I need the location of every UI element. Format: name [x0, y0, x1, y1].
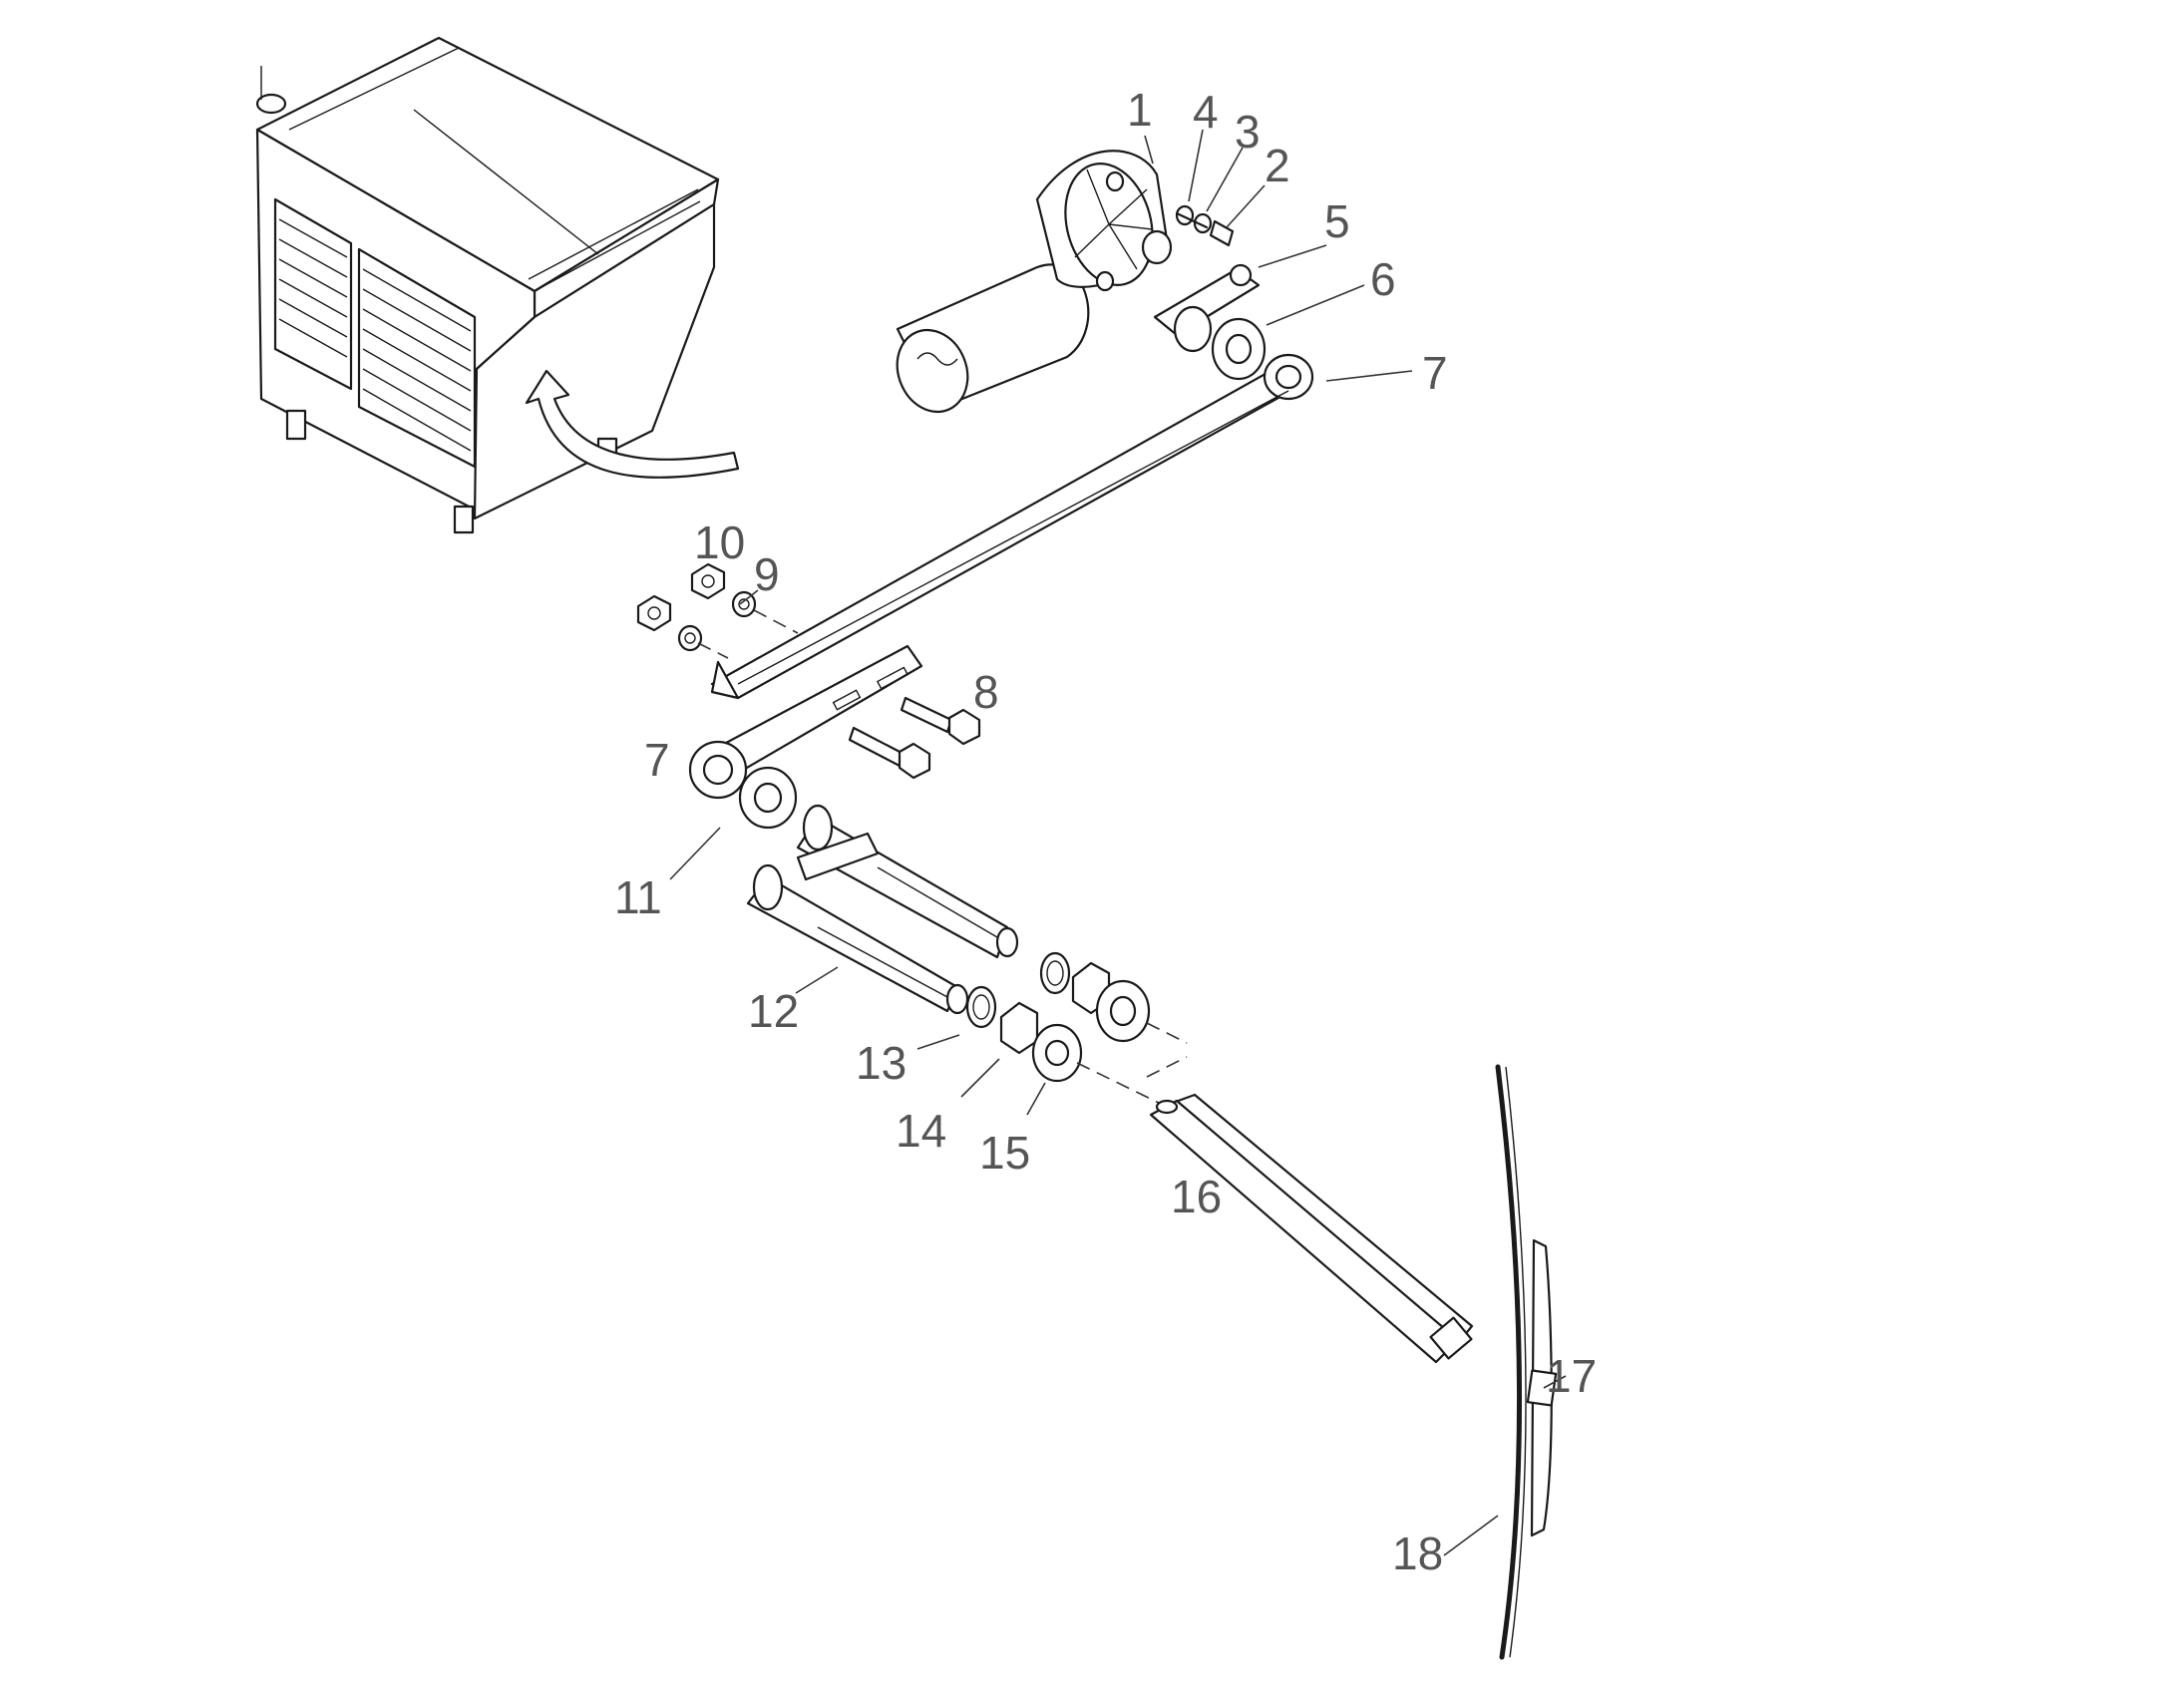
callout-8: 8 — [973, 666, 999, 718]
callout-9: 9 — [754, 548, 780, 600]
callout-18: 18 — [1392, 1528, 1443, 1579]
callout-4: 4 — [1193, 86, 1219, 138]
nuts-and-washers — [636, 562, 799, 659]
callout-1: 1 — [1127, 84, 1153, 136]
callout-3: 3 — [1235, 106, 1261, 158]
callout-11: 11 — [614, 871, 662, 923]
leader-lines — [669, 129, 1567, 1556]
wiper-blade — [1495, 1064, 1558, 1660]
wiper-arm — [1149, 1093, 1474, 1364]
callout-2: 2 — [1265, 140, 1290, 191]
callout-12: 12 — [748, 985, 799, 1037]
wiper-motor — [896, 150, 1267, 414]
linkage-bar — [710, 353, 1314, 700]
callout-17: 17 — [1546, 1350, 1597, 1402]
cab-illustration — [255, 36, 740, 534]
callout-16: 16 — [1171, 1171, 1222, 1222]
callout-6: 6 — [1370, 253, 1396, 305]
callout-7-upper: 7 — [1422, 347, 1448, 399]
callout-5: 5 — [1324, 195, 1350, 247]
callout-10: 10 — [694, 516, 745, 568]
callout-13: 13 — [856, 1037, 907, 1089]
mounting-bracket — [688, 644, 981, 800]
callout-15: 15 — [979, 1127, 1030, 1179]
bushing — [738, 766, 798, 830]
shaft-hardware — [965, 951, 1188, 1108]
pivot-shafts — [746, 804, 1019, 1015]
callout-14: 14 — [896, 1105, 946, 1157]
callout-7-lower: 7 — [644, 734, 670, 786]
callout-labels: 1 2 3 4 5 6 7 7 8 9 10 11 12 13 14 15 16… — [614, 84, 1597, 1579]
